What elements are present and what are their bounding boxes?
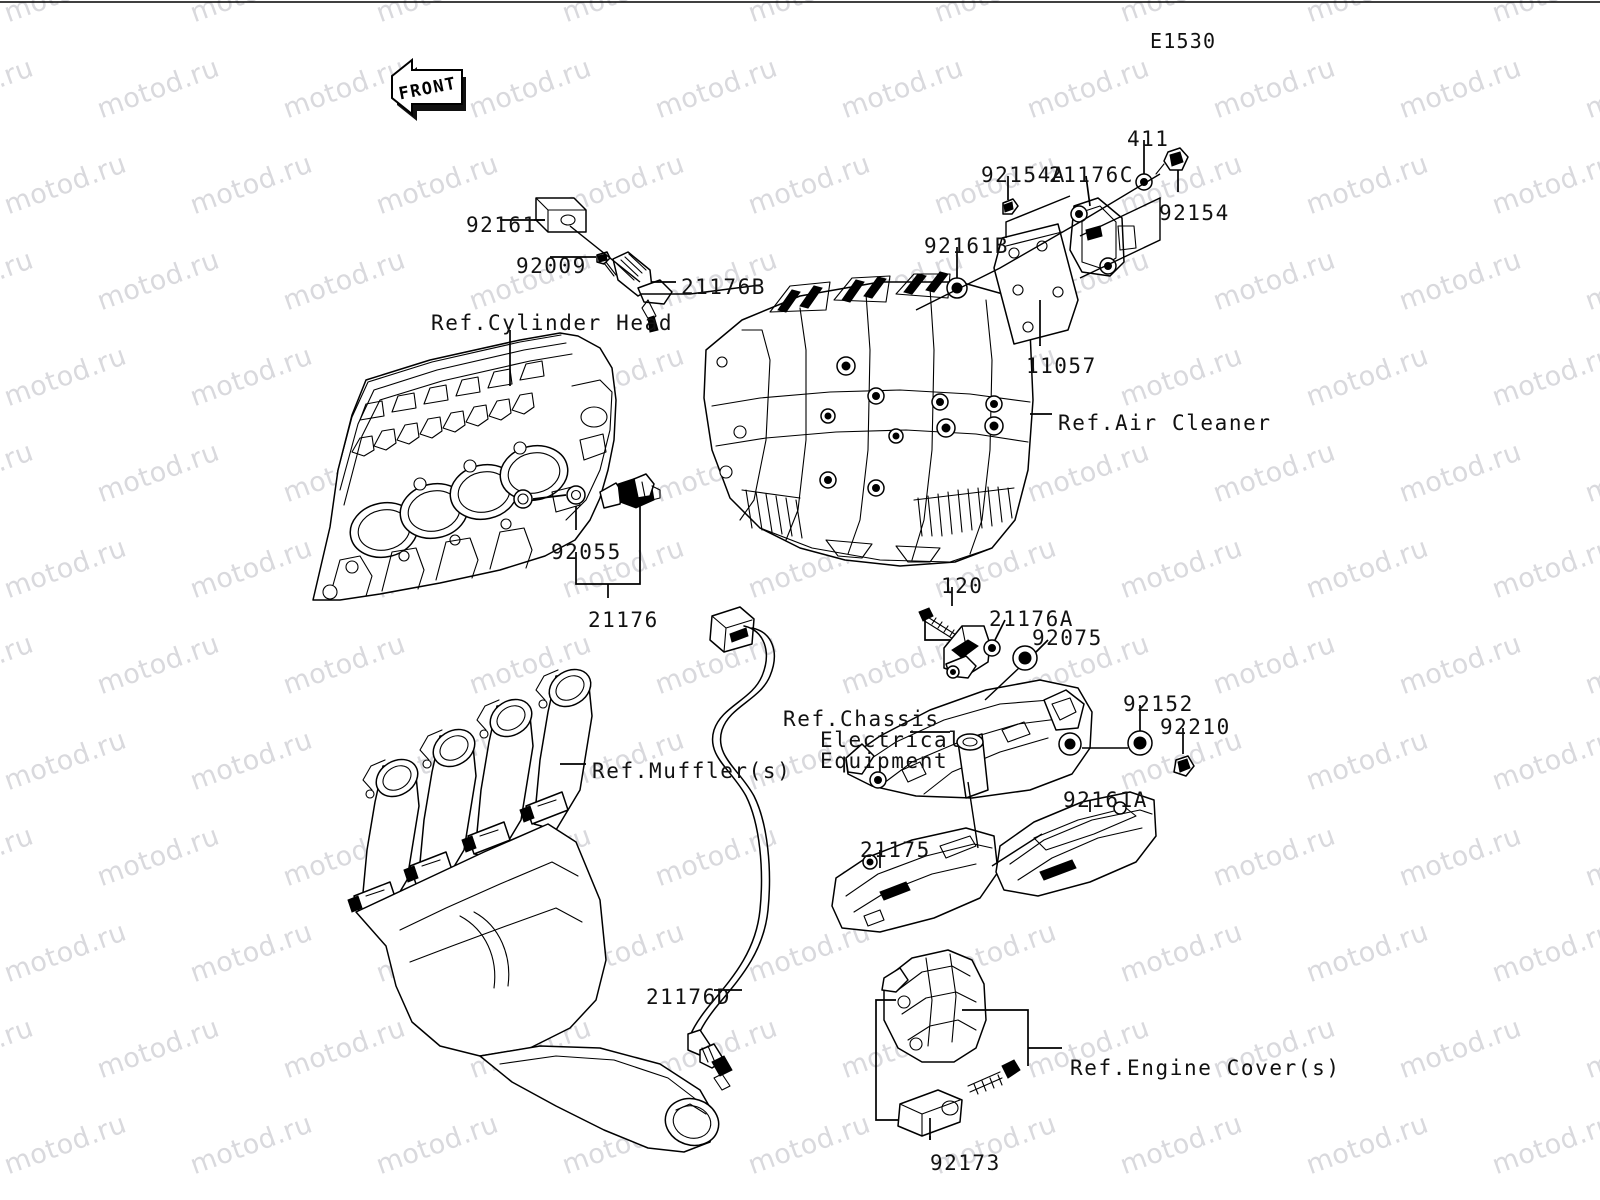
- part-label-92173[interactable]: 92173: [930, 1151, 1001, 1175]
- part-label-120[interactable]: 120: [941, 574, 984, 598]
- ref-engine-cover[interactable]: Ref.Engine Cover(s): [1070, 1056, 1341, 1080]
- muffler-drawing: [347, 668, 720, 1153]
- front-arrow-body: [391, 57, 463, 117]
- part-label-92161A[interactable]: 92161A: [1063, 788, 1148, 812]
- part-label-21176B[interactable]: 21176B: [681, 275, 766, 299]
- leader-lines: [500, 140, 1184, 1140]
- engine-cover-bracket-drawing: [881, 949, 1021, 1137]
- ref-chassis-3[interactable]: Equipment: [820, 749, 949, 773]
- ecu-module-92161a: [995, 791, 1157, 897]
- part-label-92055[interactable]: 92055: [551, 540, 622, 564]
- part-label-21176C[interactable]: 21176C: [1049, 163, 1134, 187]
- ref-air-cleaner[interactable]: Ref.Air Cleaner: [1058, 411, 1272, 435]
- sensor-21176c-drawing: [1069, 197, 1137, 277]
- ecu-module-21175: [831, 827, 999, 933]
- ref-muffler[interactable]: Ref.Muffler(s): [592, 759, 792, 783]
- air-cleaner-drawing: [703, 271, 1034, 567]
- cylinder-head-drawing: [312, 332, 617, 601]
- part-label-92161[interactable]: 92161: [466, 213, 537, 237]
- ref-cylinder-head[interactable]: Ref.Cylinder Head: [431, 311, 674, 335]
- oxygen-sensor-harness: [687, 606, 775, 1091]
- front-direction-badge: FRONT: [370, 57, 467, 128]
- part-label-92154[interactable]: 92154: [1159, 201, 1230, 225]
- part-label-92009[interactable]: 92009: [516, 254, 587, 278]
- part-label-21175[interactable]: 21175: [860, 838, 931, 862]
- part-label-92210[interactable]: 92210: [1160, 715, 1231, 739]
- sensor-21176a-drawing: [918, 607, 1038, 679]
- sensor-21176-drawing: [566, 473, 661, 509]
- ecu-bracket-drawing: [845, 679, 1093, 799]
- part-label-21176A[interactable]: 21176A: [989, 607, 1074, 631]
- hardware-92152-92210: [1127, 730, 1195, 777]
- ref-chassis[interactable]: Ref.Chassis: [783, 707, 940, 731]
- part-label-411[interactable]: 411: [1127, 127, 1170, 151]
- part-label-11057[interactable]: 11057: [1026, 354, 1097, 378]
- ref-chassis-2[interactable]: Electrical: [820, 728, 963, 752]
- part-label-92075[interactable]: 92075: [1032, 626, 1103, 650]
- part-label-92161B[interactable]: 92161B: [924, 234, 1009, 258]
- diagram-code: E1530: [1150, 29, 1217, 53]
- part-label-21176[interactable]: 21176: [588, 608, 659, 632]
- part-label-21176D[interactable]: 21176D: [646, 985, 731, 1009]
- bracket-11057-drawing: [993, 223, 1079, 345]
- part-label-92154A[interactable]: 92154A: [981, 163, 1066, 187]
- part-label-92152[interactable]: 92152: [1123, 692, 1194, 716]
